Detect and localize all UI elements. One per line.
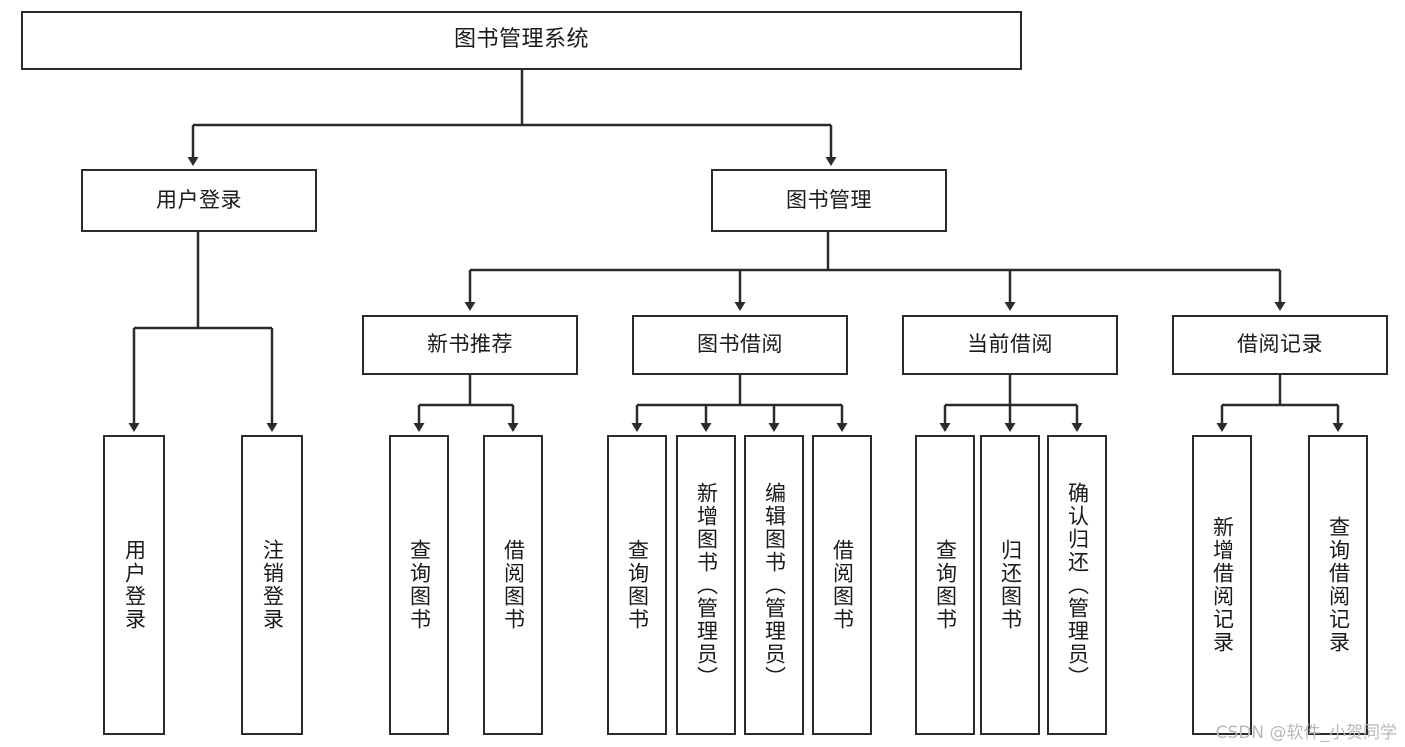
node-label: 图书借阅 bbox=[697, 332, 783, 357]
node-label: 借阅记录 bbox=[1237, 332, 1323, 357]
node-label: 查询图书 bbox=[625, 539, 650, 631]
node-label: 借阅图书 bbox=[830, 539, 855, 631]
leaf-current-query-book[interactable]: 查询图书 bbox=[915, 435, 975, 735]
leaf-current-return-book[interactable]: 归还图书 bbox=[980, 435, 1040, 735]
node-label: 查询图书 bbox=[933, 539, 958, 631]
node-label: 图书管理系统 bbox=[453, 27, 589, 53]
node-label: 新增图书（管理员） bbox=[694, 481, 719, 689]
leaf-user-login[interactable]: 用户登录 bbox=[103, 435, 165, 735]
node-label: 当前借阅 bbox=[967, 332, 1053, 357]
node-borrow-record[interactable]: 借阅记录 bbox=[1172, 315, 1388, 375]
leaf-borrow-edit-book-admin[interactable]: 编辑图书（管理员） bbox=[744, 435, 804, 735]
node-label: 确认归还（管理员） bbox=[1065, 481, 1090, 689]
node-label: 新书推荐 bbox=[427, 332, 513, 357]
node-label: 注销登录 bbox=[260, 539, 285, 631]
node-label: 编辑图书（管理员） bbox=[762, 481, 787, 689]
leaf-newbook-query-book[interactable]: 查询图书 bbox=[389, 435, 449, 735]
leaf-borrow-query-book[interactable]: 查询图书 bbox=[607, 435, 667, 735]
leaf-current-confirm-return-admin[interactable]: 确认归还（管理员） bbox=[1047, 435, 1107, 735]
node-label: 查询图书 bbox=[407, 539, 432, 631]
leaf-borrow-borrow-book[interactable]: 借阅图书 bbox=[812, 435, 872, 735]
leaf-user-logout[interactable]: 注销登录 bbox=[241, 435, 303, 735]
leaf-record-query-record[interactable]: 查询借阅记录 bbox=[1308, 435, 1368, 735]
node-book-management[interactable]: 图书管理 bbox=[711, 169, 947, 232]
node-new-book-recommend[interactable]: 新书推荐 bbox=[362, 315, 578, 375]
node-label: 新增借阅记录 bbox=[1210, 516, 1235, 654]
node-label: 借阅图书 bbox=[501, 539, 526, 631]
node-user-login[interactable]: 用户登录 bbox=[81, 169, 317, 232]
node-label: 归还图书 bbox=[998, 539, 1023, 631]
leaf-borrow-add-book-admin[interactable]: 新增图书（管理员） bbox=[676, 435, 736, 735]
node-label: 图书管理 bbox=[786, 187, 872, 212]
leaf-newbook-borrow-book[interactable]: 借阅图书 bbox=[483, 435, 543, 735]
node-current-borrow[interactable]: 当前借阅 bbox=[902, 315, 1118, 375]
node-label: 用户登录 bbox=[156, 187, 242, 212]
node-root-system[interactable]: 图书管理系统 bbox=[21, 11, 1022, 70]
node-book-borrow[interactable]: 图书借阅 bbox=[632, 315, 848, 375]
csdn-watermark: CSDN @软件_小贺同学 bbox=[1215, 723, 1397, 743]
node-label: 用户登录 bbox=[122, 539, 147, 631]
node-label: 查询借阅记录 bbox=[1326, 516, 1351, 654]
leaf-record-add-record[interactable]: 新增借阅记录 bbox=[1192, 435, 1252, 735]
